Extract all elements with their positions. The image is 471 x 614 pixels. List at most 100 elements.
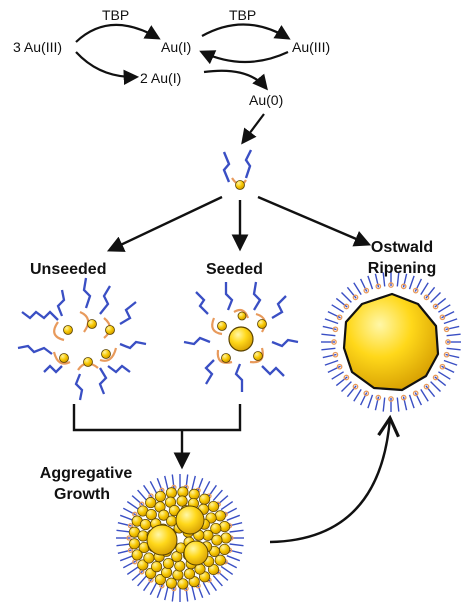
ligand-tail xyxy=(131,570,144,581)
gold-grain-small xyxy=(210,522,222,535)
ligand-tail xyxy=(220,565,234,575)
ligand-tail xyxy=(425,286,436,299)
ligand-chain xyxy=(43,364,63,374)
ligand-tail xyxy=(149,480,158,495)
ligand-tail xyxy=(445,325,460,331)
ligand-headgroup xyxy=(126,535,132,541)
gold-grain-small xyxy=(137,559,149,571)
gold-grain-small xyxy=(128,538,140,550)
large-gold-particle xyxy=(342,292,440,392)
ligand-tail xyxy=(408,275,415,290)
ligand-headgroup xyxy=(375,283,382,290)
ligand-tail xyxy=(346,286,357,299)
ostwald-particle xyxy=(321,272,461,412)
ligand-tail xyxy=(441,310,455,319)
arrow-to-ostwald xyxy=(257,195,372,247)
gold-atom xyxy=(59,353,69,363)
ligand-tail xyxy=(143,578,153,592)
ligand-tail xyxy=(321,347,336,351)
ligand-chain xyxy=(21,310,59,321)
gold-grain-small xyxy=(165,577,177,589)
ligand-tail xyxy=(212,574,223,587)
ligand-tail xyxy=(321,333,336,337)
arrow-start-to-aui xyxy=(75,23,161,43)
merge-connector xyxy=(72,404,242,470)
gold-atom xyxy=(83,357,93,367)
ligand-tail xyxy=(216,570,229,581)
ligand-tail xyxy=(226,555,241,562)
ligand-tail xyxy=(374,273,380,288)
ligand-tail xyxy=(327,365,341,374)
ligand-shell xyxy=(233,308,250,319)
ligand-chain xyxy=(252,281,262,311)
gold-atom xyxy=(63,325,73,335)
ligand-tail xyxy=(116,543,131,547)
ligand-tail xyxy=(367,394,374,409)
ligand-headgroup xyxy=(388,282,394,288)
ligand-tail xyxy=(226,514,241,521)
ligand-tail xyxy=(322,353,337,359)
ligand-tail xyxy=(324,318,339,325)
arrow-to-unseeded xyxy=(106,195,223,252)
ligand-headgroup xyxy=(336,314,343,321)
gold-grain-small xyxy=(199,493,211,505)
ligand-chain xyxy=(271,295,287,319)
ligand-headgroup xyxy=(343,303,350,310)
aggregative-label-line2: Growth xyxy=(54,486,110,503)
ligand-tail xyxy=(331,371,344,380)
ligand-tail xyxy=(137,489,148,502)
gold-grain-large xyxy=(146,524,178,556)
ligand-headgroup xyxy=(400,283,407,290)
ligand-chain xyxy=(244,149,253,179)
ligand-tail xyxy=(420,282,429,295)
ligand-tail xyxy=(149,581,158,596)
arrow-aggregative-to-ostwald xyxy=(269,414,400,544)
ligand-headgroup xyxy=(432,303,439,310)
arrow-2aui-to-au0 xyxy=(203,69,268,91)
ligand-tail xyxy=(445,353,460,359)
ligand-tail xyxy=(438,304,451,313)
reagent-label-1: TBP xyxy=(102,7,130,23)
ligand-headgroup xyxy=(439,314,446,321)
ligand-tail xyxy=(171,474,175,489)
ligand-shell xyxy=(99,347,118,362)
gold-grain-small xyxy=(145,509,157,521)
ligand-headgroup xyxy=(388,396,394,402)
ligand-tail xyxy=(446,333,461,337)
ligand-tail xyxy=(414,278,423,292)
ligand-headgroup xyxy=(412,390,419,397)
ligand-tail xyxy=(359,392,368,406)
ligand-tail xyxy=(202,581,211,596)
ligand-tail xyxy=(402,273,408,288)
ligand-tail xyxy=(434,376,447,387)
ligand-tail xyxy=(116,529,131,533)
ligand-chain xyxy=(82,277,92,309)
gold-grain-small xyxy=(177,578,189,590)
ligand-chain xyxy=(56,289,66,317)
ligand-shell xyxy=(79,310,90,333)
ligand-tail xyxy=(420,389,429,402)
oxidized-label: Au(III) xyxy=(292,39,331,55)
gold-atom xyxy=(87,319,97,329)
ligand-headgroup xyxy=(363,390,370,397)
ligand-shell xyxy=(211,317,223,336)
gold-grain-small xyxy=(220,532,232,544)
ligand-tail xyxy=(443,359,458,366)
ligand-tail xyxy=(119,555,134,562)
gold-grain-small xyxy=(207,563,220,576)
gold-grain-small xyxy=(219,543,231,555)
ligand-headgroup xyxy=(332,351,339,358)
gold-grain-small xyxy=(154,490,166,502)
ligand-chain xyxy=(17,344,53,355)
ligand-headgroup xyxy=(400,394,407,401)
ligand-chain xyxy=(99,285,111,315)
arrow-start-to-2aui xyxy=(75,51,140,86)
gold-grain-small xyxy=(211,534,223,546)
ligand-tail xyxy=(438,371,451,380)
ligand-tail xyxy=(164,586,169,601)
ligand-headgroup xyxy=(375,394,382,401)
gold-grain-small xyxy=(176,495,188,507)
ligand-tail xyxy=(402,396,408,411)
ligand-headgroup xyxy=(412,287,419,294)
gold-atom xyxy=(235,180,245,190)
